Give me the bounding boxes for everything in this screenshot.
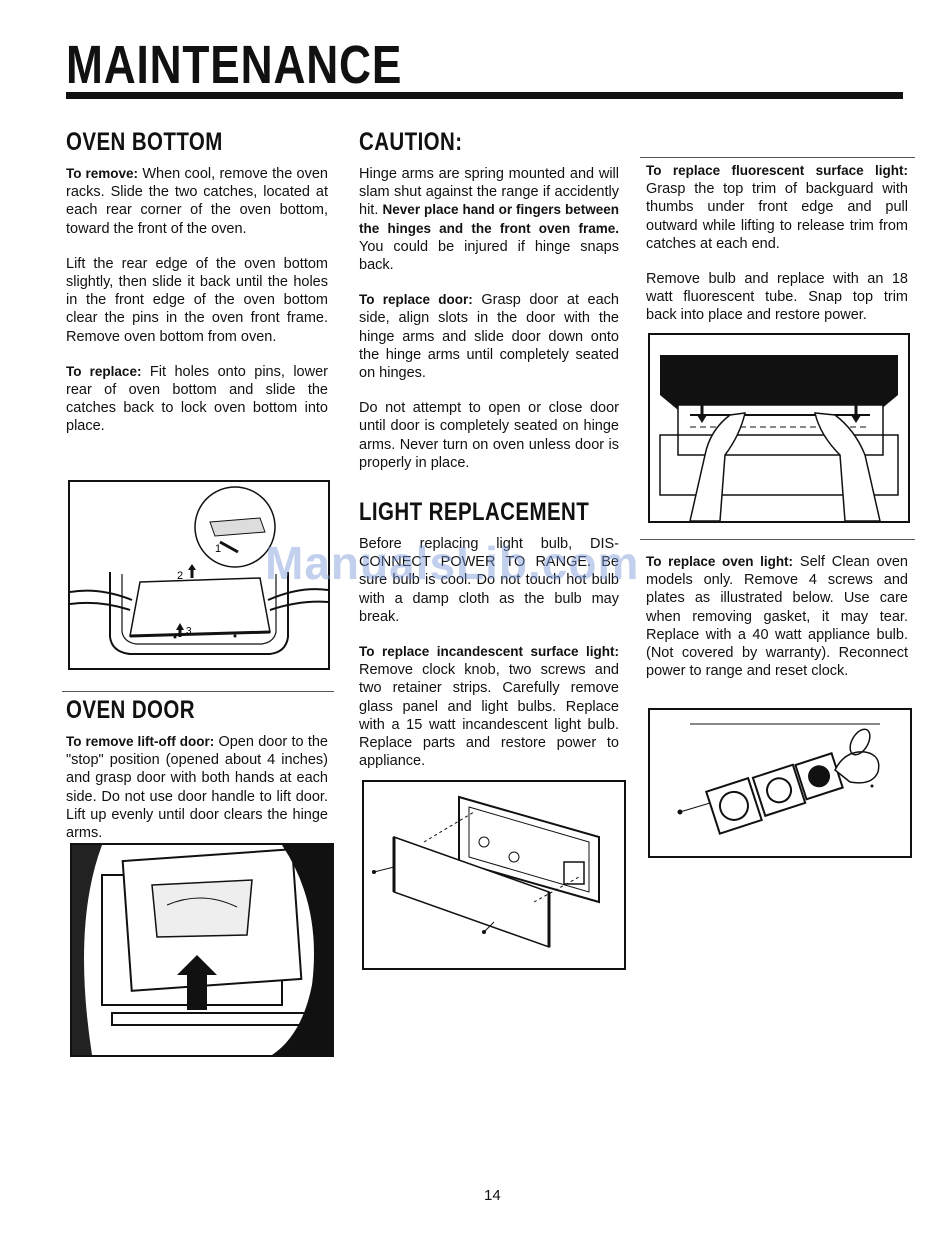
column-left: OVEN BOTTOM To remove: When cool, remove… (66, 130, 328, 453)
oven-bottom-replace-text: Fit holes onto pins, lower rear of oven … (66, 363, 328, 435)
replace-door-body: Grasp door at each side, align slots in … (359, 292, 619, 382)
fluorescent-rule (640, 157, 915, 158)
title-rule (66, 92, 903, 99)
oven-light-lead: To replace oven light: (646, 554, 794, 569)
light-intro-text: Before replacing light bulb, DIS-CONNECT… (359, 536, 619, 625)
page-title: MAINTENANCE (66, 35, 403, 95)
column-right-lower: To replace oven light: Self Clean oven m… (646, 553, 908, 697)
door-warning-text: Do not attempt to open or close door unt… (359, 400, 619, 471)
oven-door-rule (62, 691, 334, 692)
column-middle: CAUTION: Hinge arms are spring mounted a… (359, 130, 619, 787)
oven-light-body: Self Clean oven models only. Remove 4 sc… (646, 554, 908, 680)
oven-bottom-figure-label-3: 3 (186, 626, 192, 637)
oven-bottom-replace-lead: To replace: (66, 363, 142, 379)
oven-light-rule (640, 539, 915, 540)
fluorescent-text-2: Remove bulb and replace with an 18 watt … (646, 271, 908, 324)
column-left-lower: OVEN DOOR To remove lift-off door: Open … (66, 698, 328, 859)
incandescent-figure (362, 780, 626, 970)
oven-bottom-remove-lead: To remove: (66, 166, 139, 181)
caution-text-bold: Never place hand or fingers between the … (359, 202, 619, 236)
oven-door-lead: To remove lift-off door: (66, 734, 215, 749)
fluorescent-lead: To replace fluorescent surface light: (646, 163, 908, 178)
oven-bottom-figure-label-2: 2 (177, 570, 183, 582)
fluorescent-figure (648, 333, 910, 523)
oven-door-body: Open door to the "stop" position (opened… (66, 734, 328, 842)
replace-door-lead: To replace door: (359, 292, 473, 308)
caution-text-b: You could be injured if hinge snaps back… (359, 238, 619, 274)
watermark: ManualsLib.com (265, 537, 640, 589)
oven-bottom-figure: 1 2 3 (68, 480, 330, 670)
oven-door-figure (70, 843, 334, 1057)
fluorescent-text: To replace fluorescent surface light: Gr… (646, 162, 908, 253)
light-replacement-heading: LIGHT REPLACEMENT (359, 498, 590, 527)
oven-door-heading: OVEN DOOR (66, 696, 195, 724)
replace-door-text: To replace door: Grasp door at each side… (359, 291, 619, 382)
oven-light-text: To replace oven light: Self Clean oven m… (646, 553, 908, 680)
oven-bottom-figure-label-1: 1 (215, 543, 221, 555)
fluorescent-body: Grasp the top trim of backguard with thu… (646, 181, 908, 252)
incandescent-body: Remove clock knob, two screws and two re… (359, 662, 619, 770)
oven-bottom-heading: OVEN BOTTOM (66, 128, 223, 156)
oven-bottom-remove-text: When cool, remove the oven racks. Slide … (66, 166, 329, 237)
oven-bottom-remove: To remove: When cool, remove the oven ra… (66, 165, 328, 238)
incandescent-lead: To replace incandescent surface light: (359, 644, 619, 660)
caution-text: Hinge arms are spring mounted and will s… (359, 165, 619, 274)
caution-text-a: Hinge arms are spring mounted and will s… (359, 166, 619, 219)
incandescent-text: To replace incandescent surface light: R… (359, 643, 619, 770)
column-right: To replace fluorescent surface light: Gr… (646, 162, 908, 342)
oven-door-text: To remove lift-off door: Open door to th… (66, 733, 328, 842)
page-number: 14 (484, 1187, 501, 1204)
oven-light-figure (648, 708, 912, 858)
oven-bottom-lift: Lift the rear edge of the oven bottom sl… (66, 255, 328, 345)
oven-bottom-replace: To replace: Fit holes onto pins, lower r… (66, 363, 328, 436)
caution-heading: CAUTION: (359, 128, 463, 156)
